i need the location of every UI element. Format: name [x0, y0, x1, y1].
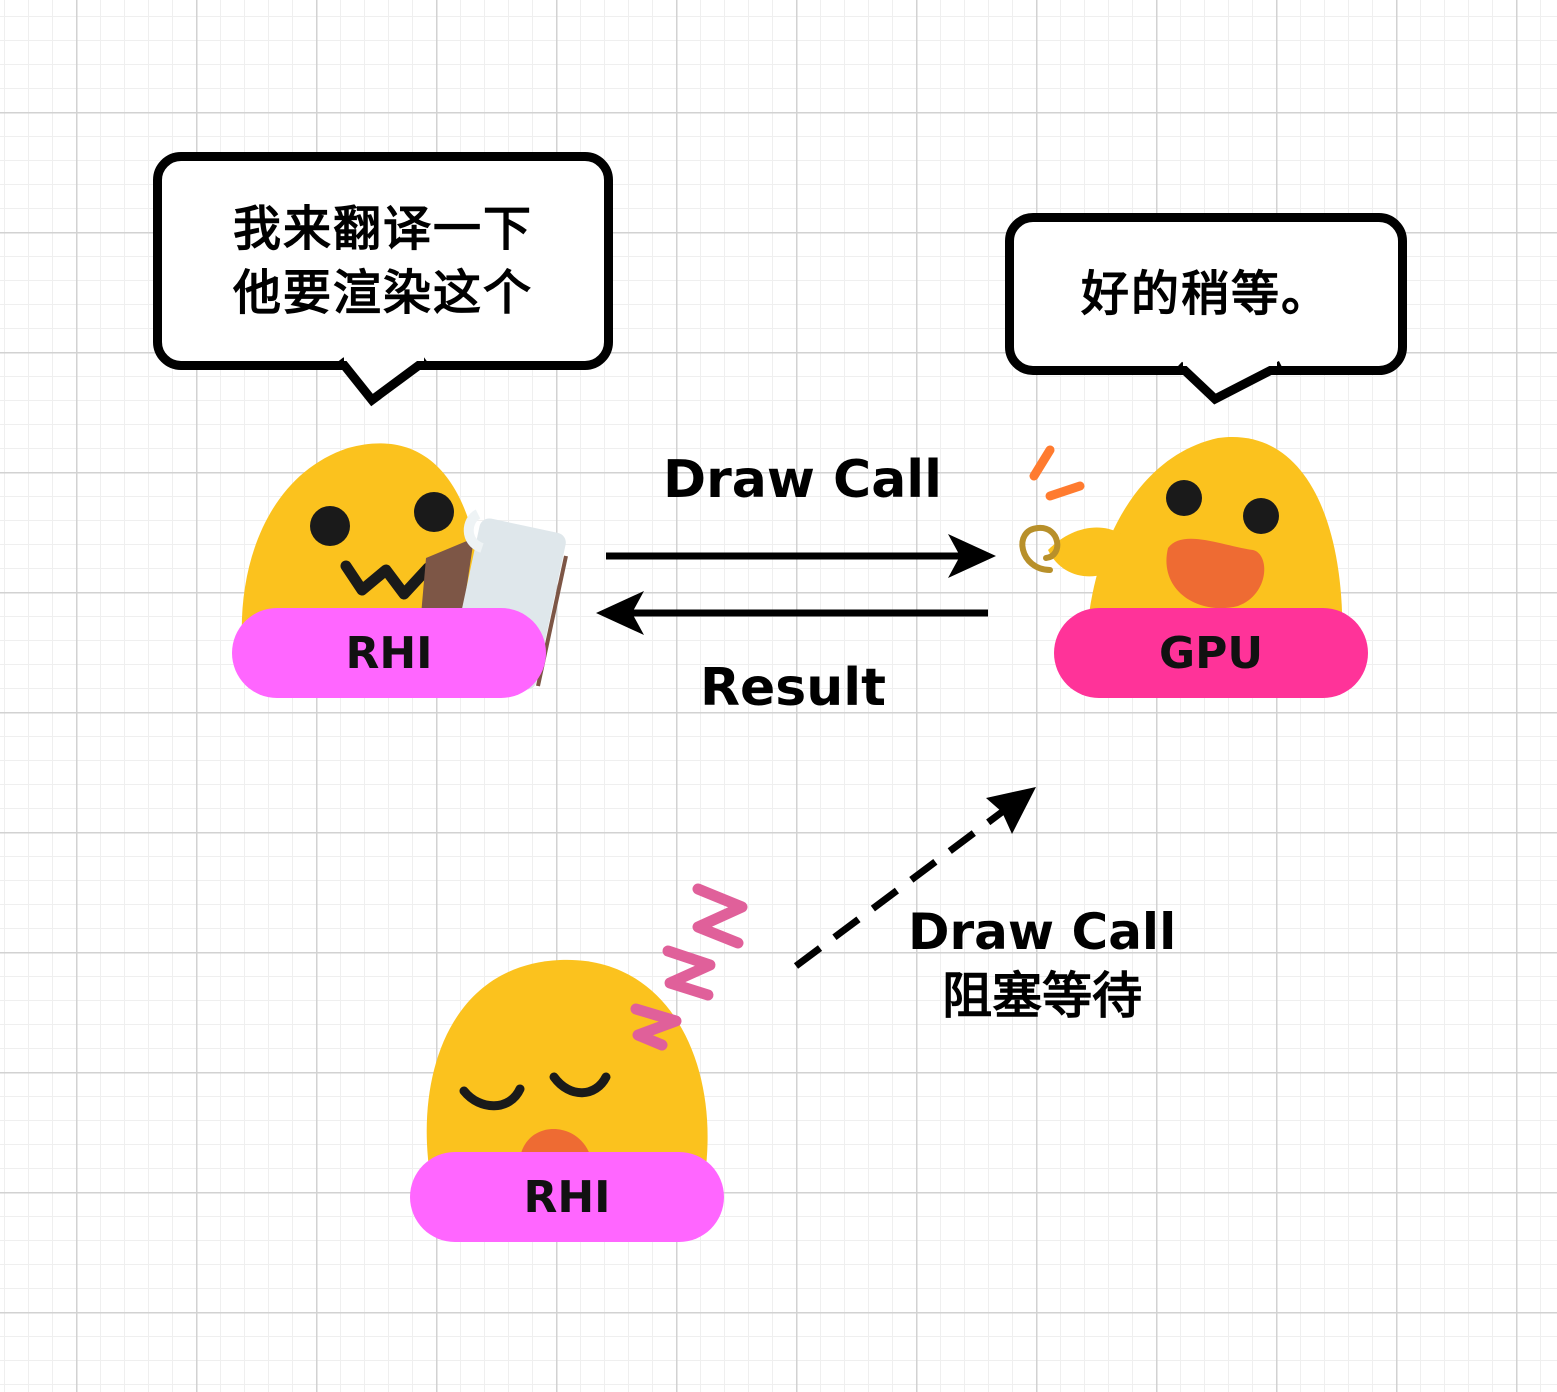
curl-fist — [1019, 525, 1061, 573]
rhi-sleeping-emoji — [426, 883, 748, 1175]
rhi-speech-bubble-tail — [336, 352, 429, 407]
gpu-speech-text: 好的稍等。 — [1080, 266, 1331, 322]
right-closed-eye — [549, 1072, 611, 1098]
rhi-speech-text: 我来翻译一下 他要渲染这个 — [233, 197, 533, 325]
rhi-speech-bubble: 我来翻译一下 他要渲染这个 — [153, 152, 613, 370]
blocking-label: Draw Call 阻塞等待 — [908, 900, 1176, 1028]
rhi-bottom-label: RHI — [410, 1152, 724, 1242]
result-arrow — [596, 591, 988, 635]
zzz-icon — [630, 883, 748, 1051]
rhi-speech-line-2: 他要渲染这个 — [232, 265, 533, 321]
draw-call-arrow — [606, 534, 996, 578]
draw-call-label: Draw Call — [663, 450, 942, 510]
gpu-label: GPU — [1054, 608, 1368, 698]
blocking-draw-call-arrow — [793, 787, 1036, 969]
left-closed-eye — [459, 1084, 525, 1111]
gpu-speech-bubble-tail — [1175, 357, 1284, 405]
waving-arm — [1048, 527, 1138, 577]
right-eye — [1243, 498, 1279, 534]
left-eye — [310, 506, 350, 546]
motion-lines — [1029, 445, 1085, 501]
wavy-mouth — [340, 560, 434, 600]
rhi-speech-line-1: 我来翻译一下 — [232, 201, 533, 257]
blocking-label-line-2: 阻塞等待 — [942, 967, 1143, 1025]
result-label: Result — [700, 658, 886, 718]
left-eye — [1166, 480, 1202, 516]
right-eye — [414, 492, 454, 532]
open-mouth — [1166, 538, 1265, 609]
small-mouth — [520, 1129, 590, 1157]
rhi-top-label: RHI — [232, 608, 546, 698]
blocking-label-line-1: Draw Call — [908, 903, 1177, 961]
